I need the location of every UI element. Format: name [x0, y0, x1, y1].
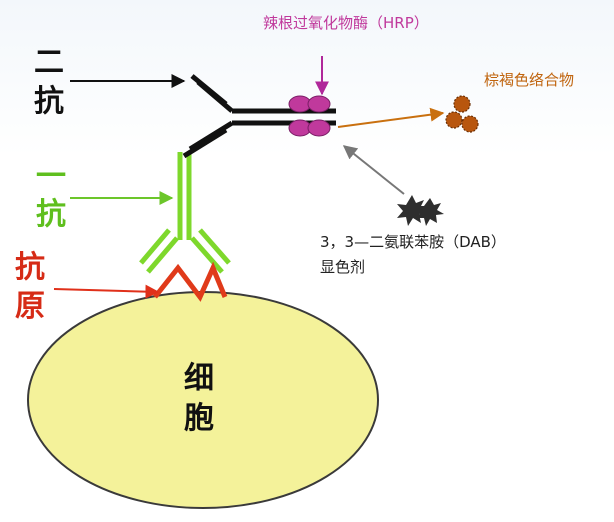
hrp-label: 辣根过氧化物酶（HRP）: [263, 14, 429, 32]
cell-label-line2: 胞: [184, 401, 214, 436]
antigen-shape: [153, 261, 228, 302]
primary-antibody-label-line2: 抗: [36, 197, 66, 232]
brown-complex-label: 棕褐色络合物: [484, 71, 575, 89]
secondary-antibody-label-line1: 二: [34, 45, 64, 80]
hrp-enzyme-shape: [288, 95, 331, 137]
dab-label-line2: 显色剂: [320, 258, 366, 276]
antigen-label-line1: 抗: [15, 250, 45, 285]
arrow-dab: [342, 145, 405, 195]
secondary-antibody-shape: [182, 74, 336, 159]
primary-antibody-label-line1: 一: [36, 159, 66, 194]
dab-label-line1: 3，3—二氨联苯胺（DAB）: [320, 233, 506, 251]
brown-complex-shape: [445, 95, 479, 133]
secondary-antibody-label-line2: 抗: [34, 84, 64, 119]
cell-label-line1: 细: [184, 361, 214, 396]
antigen-label-line2: 原: [15, 289, 45, 324]
arrow-brown-complex: [337, 107, 445, 128]
dab-shape: [397, 195, 444, 226]
primary-antibody-shape: [139, 152, 231, 274]
arrow-antigen: [53, 284, 160, 299]
cell-ellipse: [27, 291, 379, 509]
